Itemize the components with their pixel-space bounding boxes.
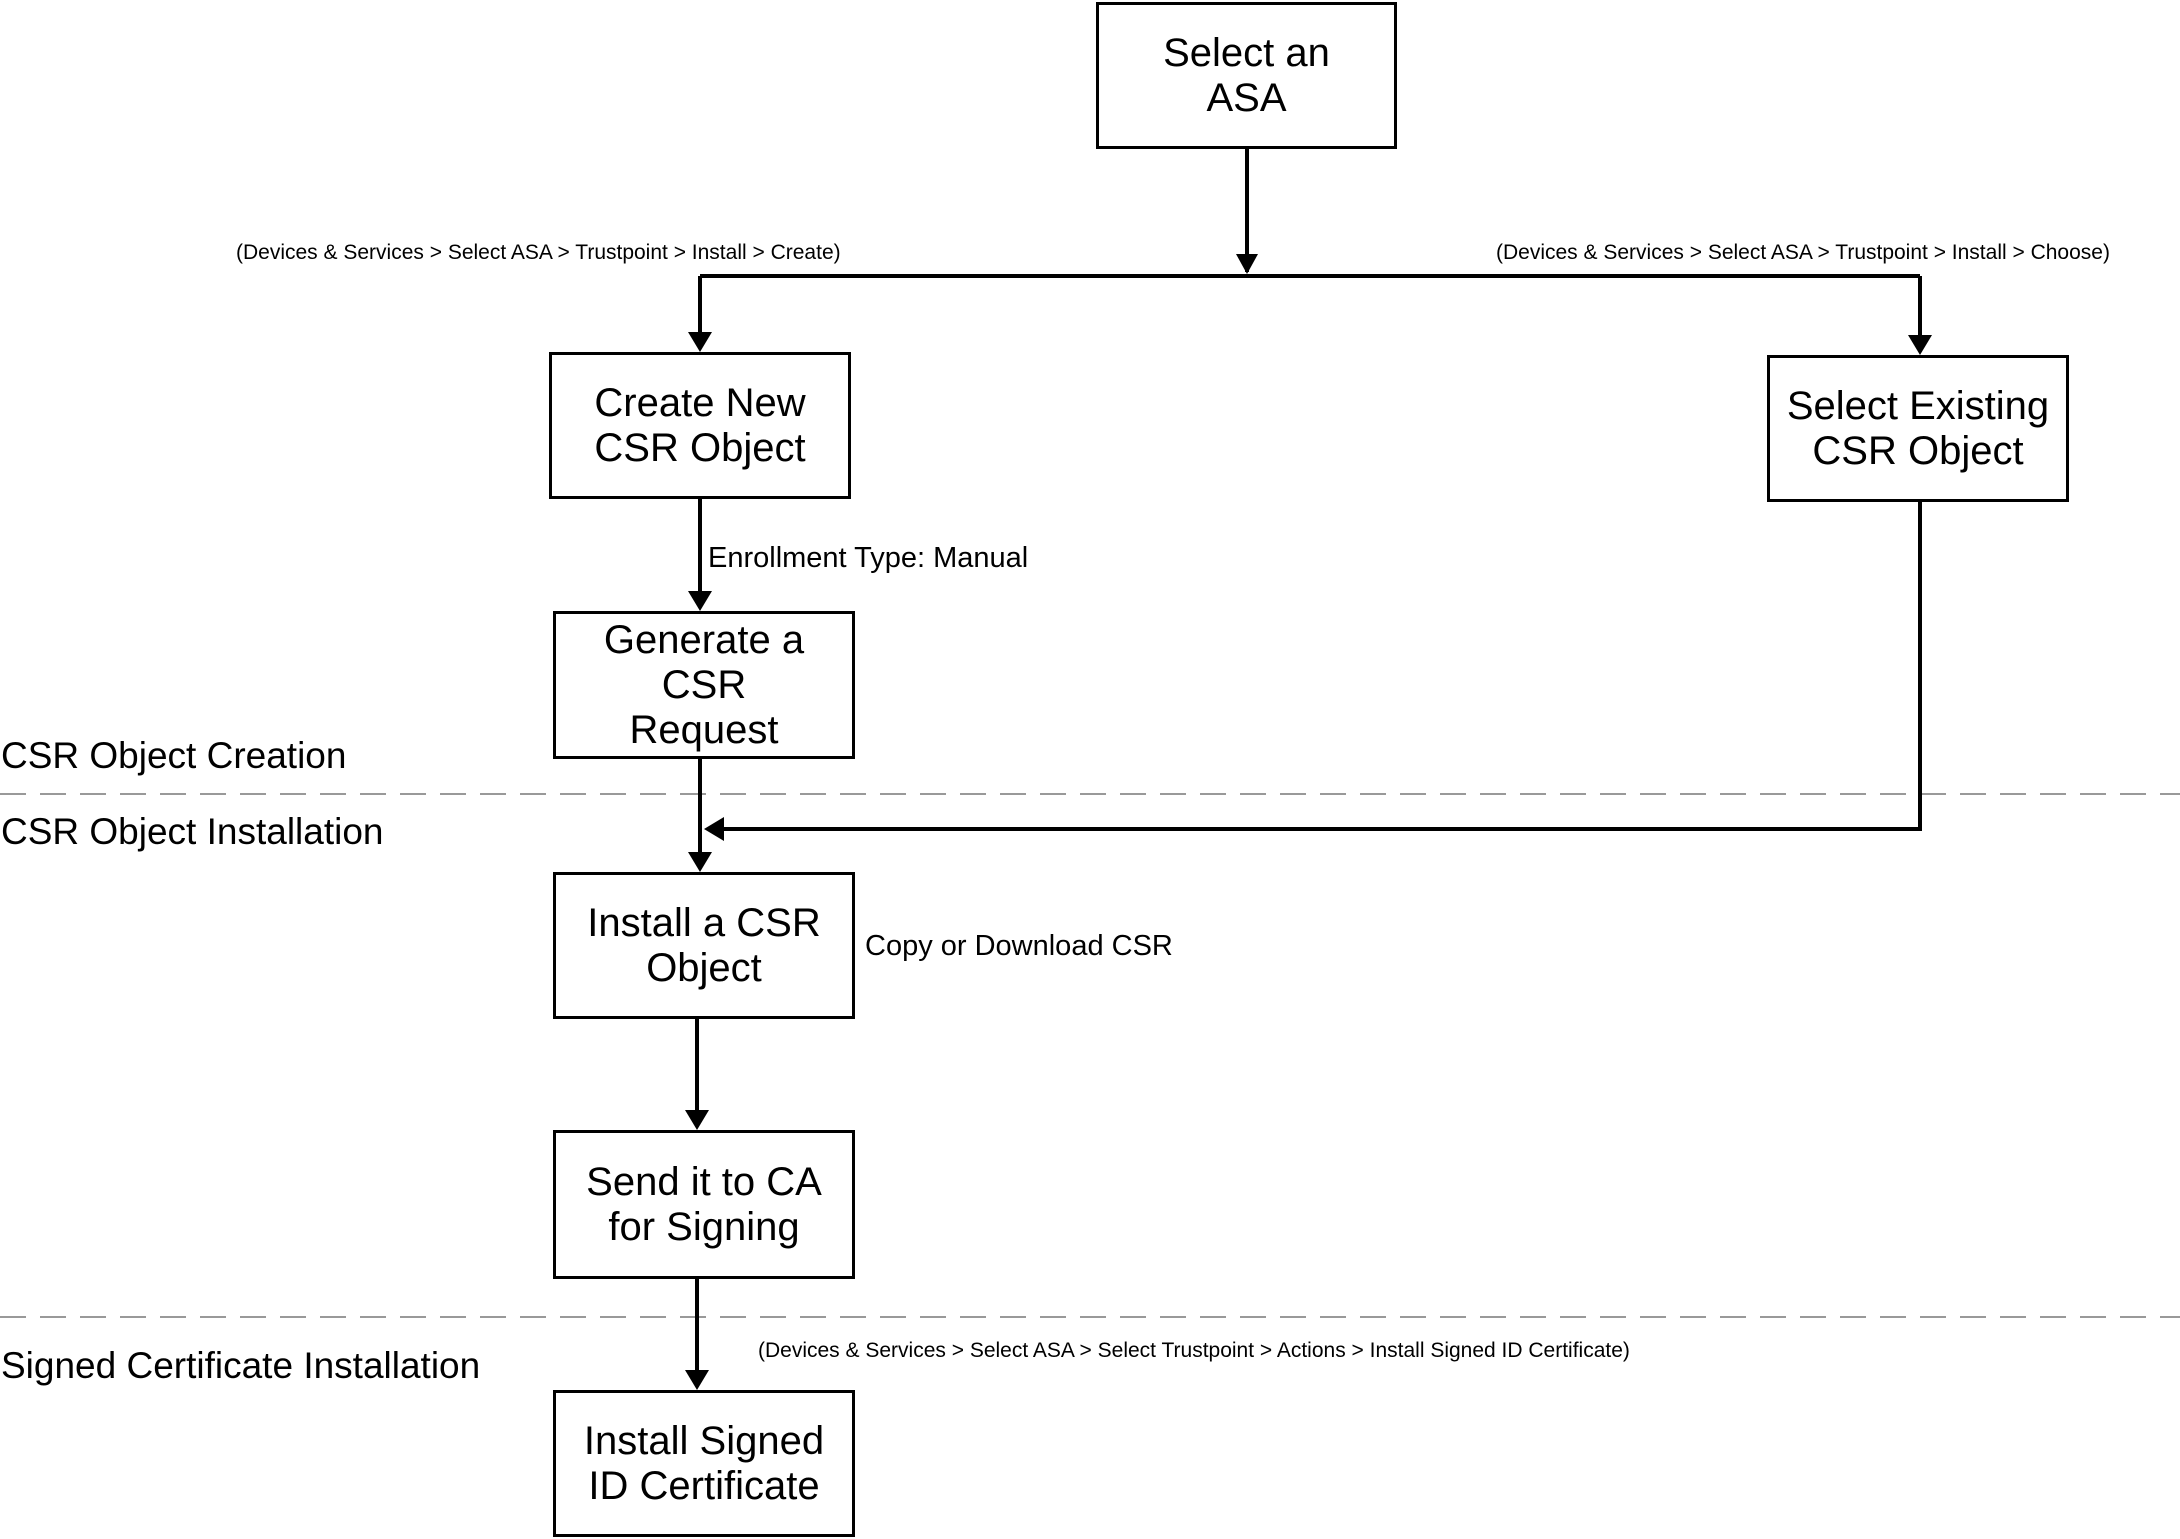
node-install-signed-certificate: Install Signed ID Certificate xyxy=(553,1390,855,1537)
arrow-existing-into-install xyxy=(704,817,724,841)
arrow-to-generate xyxy=(688,591,712,611)
arrow-to-install xyxy=(688,852,712,872)
edge-label-enrollment-type: Enrollment Type: Manual xyxy=(708,542,1029,574)
node-select-asa: Select an ASA xyxy=(1096,2,1397,149)
section-label-signed: Signed Certificate Installation xyxy=(1,1345,481,1386)
arrow-to-signed xyxy=(685,1370,709,1390)
edge-label-choose-path: (Devices & Services > Select ASA > Trust… xyxy=(1496,241,2110,264)
node-generate-csr-request: Generate a CSR Request xyxy=(553,611,855,759)
arrow-asa-branch xyxy=(1236,254,1258,274)
arrow-to-send xyxy=(685,1110,709,1130)
arrow-to-existing xyxy=(1908,335,1932,355)
section-label-creation: CSR Object Creation xyxy=(1,735,347,776)
edge-label-create-path: (Devices & Services > Select ASA > Trust… xyxy=(236,241,841,264)
node-send-to-ca: Send it to CA for Signing xyxy=(553,1130,855,1279)
node-create-new-csr: Create New CSR Object xyxy=(549,352,851,499)
node-install-csr-object: Install a CSR Object xyxy=(553,872,855,1019)
edge-label-copy-download: Copy or Download CSR xyxy=(865,930,1173,962)
edge-label-install-signed-path: (Devices & Services > Select ASA > Selec… xyxy=(758,1339,1630,1362)
section-label-installation: CSR Object Installation xyxy=(1,811,384,852)
node-select-existing-csr: Select Existing CSR Object xyxy=(1767,355,2069,502)
arrow-to-create xyxy=(688,332,712,352)
